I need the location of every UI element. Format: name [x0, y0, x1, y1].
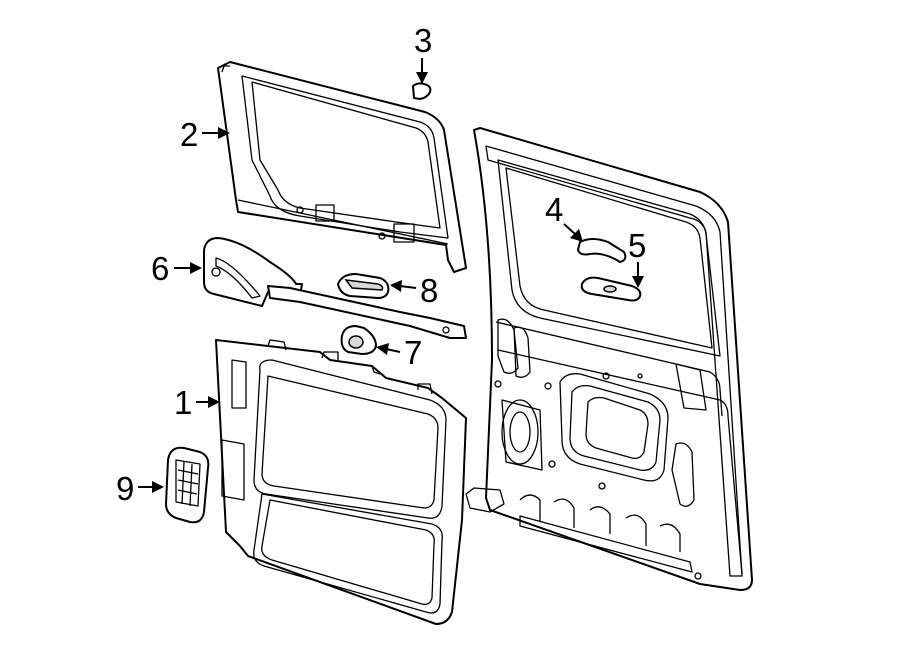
callout-1-number: 1: [174, 384, 192, 421]
linkage-rod: [267, 285, 467, 339]
callout-9-number: 9: [116, 470, 134, 507]
callout-8-number: 8: [420, 272, 438, 309]
door-shell[interactable]: [465, 127, 753, 591]
part-1-trim-panel[interactable]: [215, 339, 467, 625]
callout-5: 5: [628, 227, 646, 288]
part-8-handle[interactable]: [337, 273, 390, 299]
part-9-grille[interactable]: [165, 446, 210, 524]
part-5-handle-bezel[interactable]: [580, 276, 642, 302]
callout-7-number: 7: [404, 334, 422, 371]
part-4-handle[interactable]: [577, 238, 627, 263]
part-2-window-frame[interactable]: [217, 61, 467, 273]
callout-5-number: 5: [628, 227, 646, 264]
callout-3-number: 3: [414, 22, 432, 59]
callout-2: 2: [180, 116, 230, 153]
callout-9: 9: [116, 470, 164, 507]
part-7-bezel[interactable]: [340, 325, 377, 355]
callout-6: 6: [151, 250, 202, 287]
callout-2-number: 2: [180, 116, 198, 153]
callout-3: 3: [414, 22, 432, 84]
callout-8: 8: [390, 272, 438, 309]
part-3-clip[interactable]: [412, 82, 432, 100]
callout-6-number: 6: [151, 250, 169, 287]
callout-4: 4: [545, 191, 583, 242]
callout-1: 1: [174, 384, 220, 421]
callout-7: 7: [376, 334, 422, 371]
callout-4-number: 4: [545, 191, 563, 228]
